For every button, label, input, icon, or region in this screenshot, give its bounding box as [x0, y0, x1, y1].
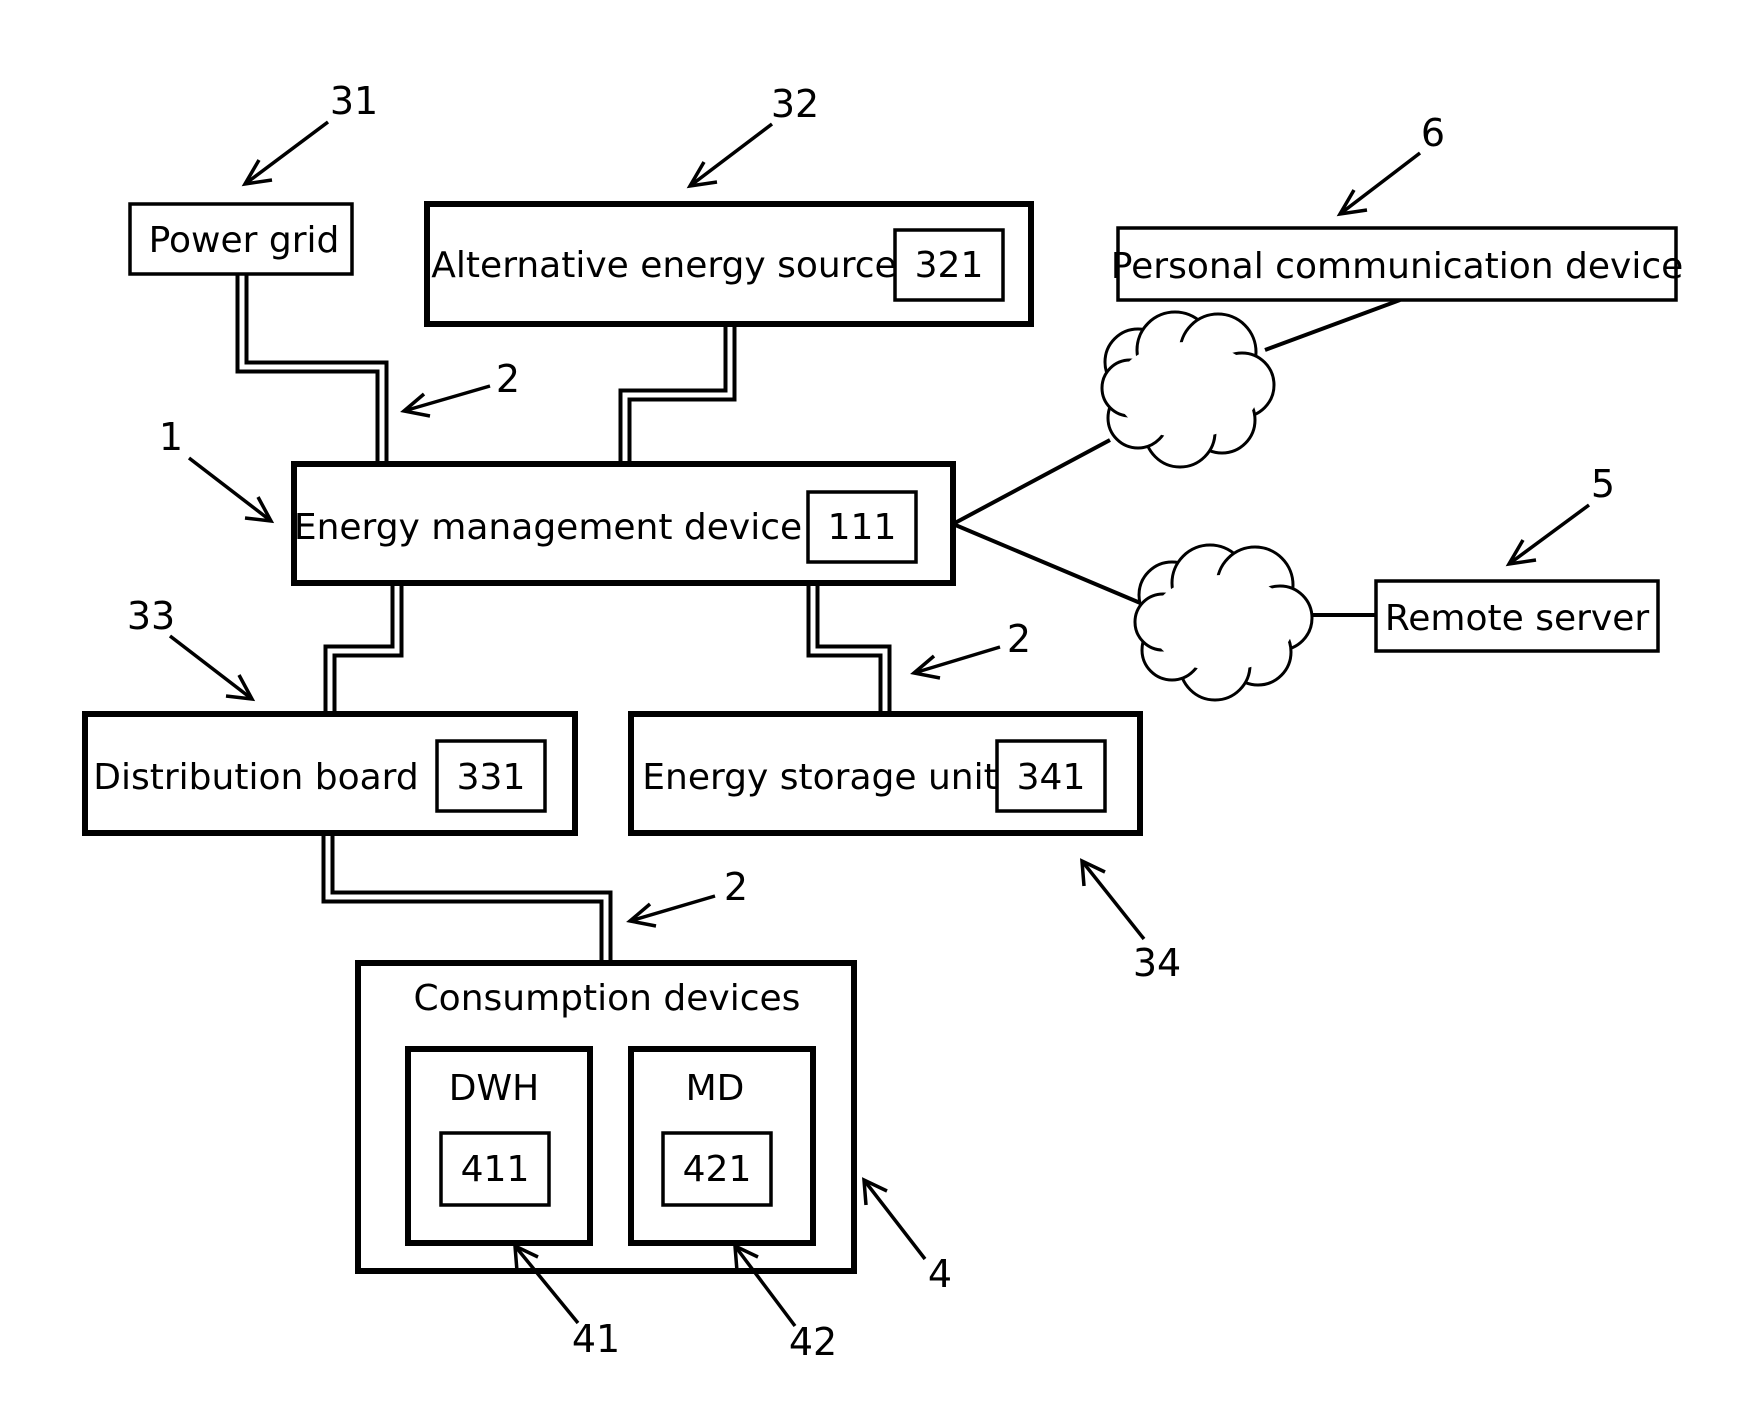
energy-storage-unit-code: 341: [1017, 757, 1086, 798]
power-line-alt-emd: [625, 322, 730, 462]
ref-power-line-2: 2: [1007, 617, 1031, 661]
energy-storage-unit-label: Energy storage unit: [642, 757, 997, 798]
dwh-label: DWH: [449, 1068, 539, 1109]
network-cloud-top: [1102, 312, 1274, 467]
personal-communication-device-label: Personal communication device: [1111, 246, 1684, 287]
ref-energy-storage-unit: 34: [1133, 941, 1181, 985]
comm-line-emd-cloud-top: [953, 440, 1110, 524]
alternative-energy-source-box: Alternative energy source 321: [427, 204, 1031, 324]
md-box: MD 421: [631, 1049, 813, 1243]
consumption-devices-label: Consumption devices: [414, 978, 801, 1019]
ref-power-line-3: 2: [724, 865, 748, 909]
power-line-emd-dist: [330, 583, 397, 713]
ref-personal-communication-device: 6: [1421, 111, 1445, 155]
ref-md: 42: [789, 1320, 837, 1364]
md-code: 421: [683, 1149, 752, 1190]
ref-energy-management-device: 1: [159, 415, 183, 459]
dwh-code: 411: [461, 1149, 530, 1190]
distribution-board-box: Distribution board 331: [85, 714, 575, 833]
power-line-emd-storage: [813, 583, 885, 713]
ref-power-line-1: 2: [496, 357, 520, 401]
power-grid-box: Power grid: [130, 204, 352, 274]
distribution-board-label: Distribution board: [93, 757, 418, 798]
ref-distribution-board: 33: [127, 594, 175, 638]
power-lines: [242, 270, 885, 962]
comm-line-device-cloud: [1265, 300, 1400, 350]
ref-alternative-energy-source: 32: [771, 82, 819, 126]
md-label: MD: [686, 1068, 745, 1109]
alternative-energy-source-code: 321: [915, 245, 984, 286]
remote-server-label: Remote server: [1385, 598, 1650, 639]
ref-remote-server: 5: [1591, 462, 1615, 506]
remote-server-box: Remote server: [1376, 581, 1658, 651]
ref-consumption-devices: 4: [928, 1252, 952, 1296]
consumption-devices-box: Consumption devices DWH 411 MD 421: [358, 963, 854, 1271]
distribution-board-code: 331: [457, 757, 526, 798]
comm-line-emd-cloud-bottom: [953, 524, 1145, 605]
energy-management-device-box: Energy management device 111: [294, 464, 953, 583]
energy-management-device-label: Energy management device: [294, 507, 802, 548]
energy-storage-unit-box: Energy storage unit 341: [631, 714, 1140, 833]
energy-management-device-code: 111: [828, 507, 897, 548]
alternative-energy-source-label: Alternative energy source: [431, 245, 896, 286]
dwh-box: DWH 411: [408, 1049, 590, 1243]
ref-power-grid: 31: [330, 79, 378, 123]
ref-dwh: 41: [572, 1317, 620, 1361]
personal-communication-device-box: Personal communication device: [1111, 228, 1684, 300]
network-cloud-bottom: [1135, 545, 1312, 700]
power-grid-label: Power grid: [149, 220, 340, 261]
